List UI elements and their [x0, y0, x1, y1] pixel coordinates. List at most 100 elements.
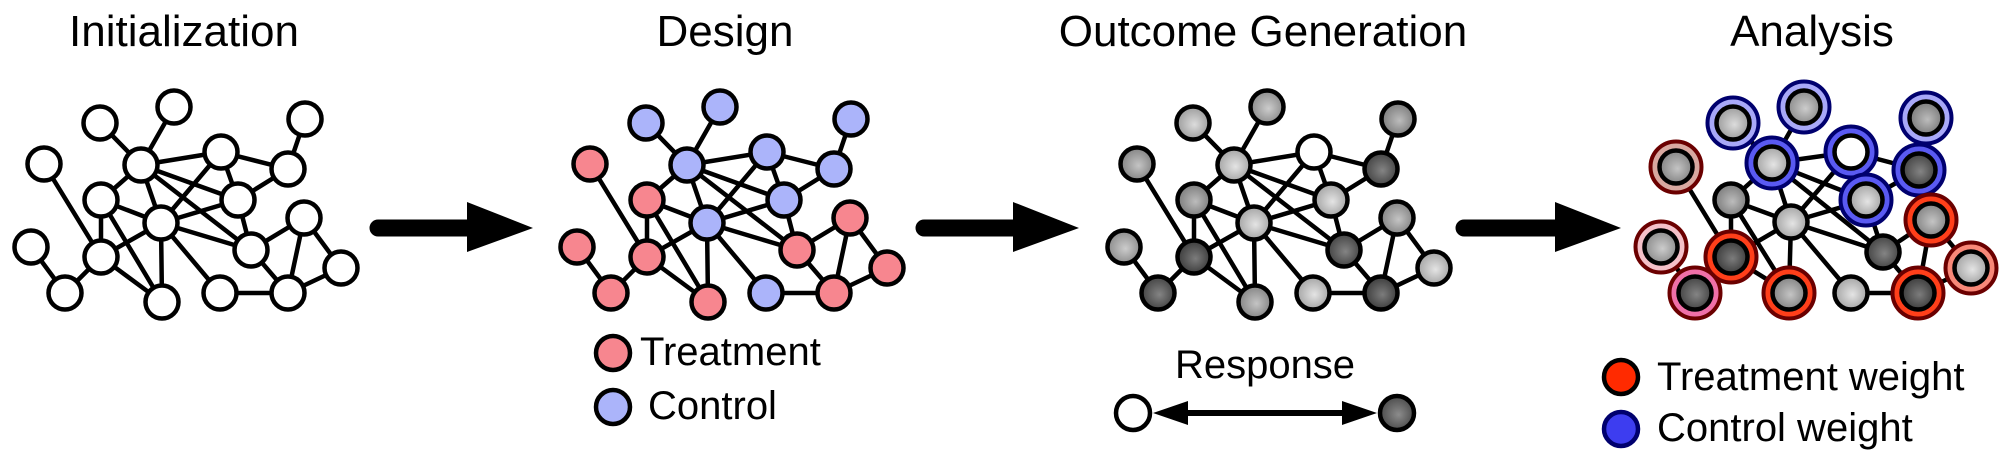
graph-node — [46, 274, 84, 312]
graph-node — [81, 104, 119, 142]
node-circle — [1952, 249, 1990, 287]
graph-node — [201, 274, 239, 312]
node-circle — [1294, 274, 1332, 312]
graph-node — [1378, 199, 1416, 237]
graph-node — [202, 133, 240, 171]
node-circle — [285, 199, 323, 237]
response-low-swatch — [1113, 393, 1153, 433]
node-circle — [815, 150, 853, 188]
arrow-design-to-outcome — [915, 202, 1079, 252]
treatment-label: Treatment — [640, 330, 821, 374]
node-circle — [701, 88, 739, 126]
graph-node — [82, 181, 120, 219]
graph-node — [269, 150, 307, 188]
node-circle — [747, 274, 785, 312]
graph-initialization — [12, 88, 360, 321]
nodes — [558, 88, 906, 321]
node-circle — [778, 231, 816, 269]
node-circle — [46, 274, 84, 312]
graph-node — [1823, 124, 1879, 180]
graph-node — [558, 228, 596, 266]
node-circle — [1362, 150, 1400, 188]
node-circle — [82, 238, 120, 276]
node-circle — [1139, 274, 1177, 312]
graph-node — [747, 274, 785, 312]
graph-node — [1362, 274, 1400, 312]
node-circle — [832, 100, 870, 138]
node-circle — [831, 199, 869, 237]
node-circle — [1772, 203, 1810, 241]
node-circle — [219, 181, 257, 219]
graph-node — [143, 283, 181, 321]
treatment-swatch — [593, 333, 633, 373]
node-circle — [1175, 238, 1213, 276]
graph-node — [1248, 88, 1286, 126]
title-analysis: Analysis — [1730, 7, 1894, 56]
node-circle — [628, 238, 666, 276]
node-circle — [748, 133, 786, 171]
design-legend: Treatment Control — [593, 330, 821, 428]
node-circle — [269, 274, 307, 312]
node-circle — [1378, 199, 1416, 237]
graph-node — [1667, 265, 1723, 321]
graph-node — [1379, 100, 1417, 138]
graph-node — [1175, 238, 1213, 276]
node-circle — [1847, 181, 1885, 219]
graph-node — [815, 274, 853, 312]
graph-node — [1174, 104, 1212, 142]
graph-node — [1295, 133, 1333, 171]
graph-node — [689, 283, 727, 321]
graph-node — [1235, 204, 1273, 242]
graph-node — [1215, 146, 1253, 184]
graph-node — [815, 150, 853, 188]
node-circle — [232, 231, 270, 269]
graph-edge — [138, 162, 254, 253]
node-circle — [82, 181, 120, 219]
graph-design — [558, 88, 906, 321]
node-circle — [1379, 100, 1417, 138]
graph-node — [627, 104, 665, 142]
graph-node — [701, 88, 739, 126]
node-circle — [1712, 181, 1750, 219]
graph-analysis — [1633, 79, 1999, 321]
graph-node — [1744, 135, 1800, 191]
control-weight-label: Control weight — [1657, 406, 1913, 450]
graph-node — [831, 199, 869, 237]
node-circle — [688, 204, 726, 242]
graph-node — [219, 181, 257, 219]
node-circle — [143, 283, 181, 321]
node-circle — [765, 181, 803, 219]
nodes — [12, 88, 360, 321]
graph-node — [269, 274, 307, 312]
graph-node — [1118, 145, 1156, 183]
node-circle — [1295, 133, 1333, 171]
response-label: Response — [1175, 343, 1355, 387]
graph-node — [1903, 192, 1959, 248]
graph-node — [1705, 95, 1761, 151]
graph-node — [1772, 203, 1810, 241]
graph-node — [1864, 233, 1902, 271]
graph-node — [868, 249, 906, 287]
node-circle — [1900, 151, 1938, 189]
graph-node — [778, 231, 816, 269]
arrow-init-to-design — [369, 202, 533, 252]
node-circle — [1236, 283, 1274, 321]
graph-node — [1761, 265, 1817, 321]
node-circle — [286, 100, 324, 138]
graph-node — [1712, 181, 1750, 219]
node-circle — [81, 104, 119, 142]
graph-node — [155, 88, 193, 126]
node-circle — [1325, 231, 1363, 269]
graph-node — [1838, 172, 1894, 228]
node-circle — [25, 145, 63, 183]
control-swatch — [593, 387, 633, 427]
graph-node — [82, 238, 120, 276]
node-circle — [1657, 148, 1695, 186]
graph-node — [1415, 249, 1453, 287]
control-weight-swatch — [1601, 409, 1641, 449]
node-circle — [815, 274, 853, 312]
node-circle — [1907, 99, 1945, 137]
node-circle — [689, 283, 727, 321]
graph-node — [1891, 142, 1947, 198]
graph-node — [1362, 150, 1400, 188]
